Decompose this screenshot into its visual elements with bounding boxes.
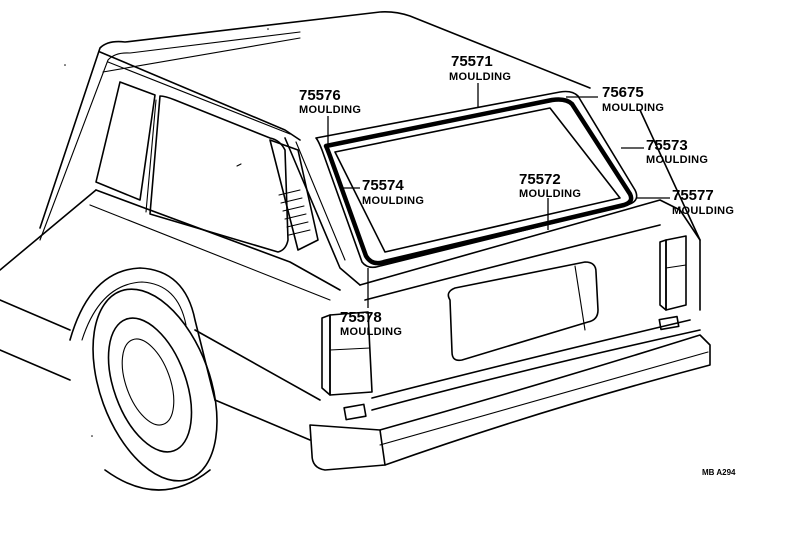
part-number: 75573 [646,137,688,154]
part-number: 75572 [519,171,561,188]
callout-75576: 75576 MOULDING [299,87,361,116]
callout-75572: 75572 MOULDING [519,171,581,200]
scan-speck [64,64,66,66]
part-number: 75578 [340,309,382,326]
part-name: MOULDING [362,195,424,207]
part-name: MOULDING [646,154,708,166]
part-name: MOULDING [449,71,511,83]
part-number: 75576 [299,87,341,104]
part-name: MOULDING [602,102,664,114]
rear-window [315,90,638,269]
station-wagon-outline [0,11,711,491]
callout-75574: 75574 MOULDING [362,177,424,207]
part-name: MOULDING [299,104,361,116]
part-number: 75571 [451,53,493,70]
scan-speck [267,28,269,30]
callout-75571: 75571 MOULDING [449,53,511,83]
part-number: 75675 [602,84,644,101]
callout-75578: 75578 MOULDING [340,309,402,338]
callout-75675: 75675 MOULDING [602,84,664,114]
scan-speck [91,435,93,437]
callout-75577: 75577 MOULDING [672,187,734,217]
callout-75573: 75573 MOULDING [646,137,708,166]
rear-window-moulding [323,97,634,266]
part-name: MOULDING [340,326,402,338]
leader-lines [327,83,670,308]
part-name: MOULDING [672,205,734,217]
figure-code: MB A294 [702,468,736,477]
part-number: 75574 [362,177,404,194]
part-name: MOULDING [519,188,581,200]
part-number: 75577 [672,187,714,204]
